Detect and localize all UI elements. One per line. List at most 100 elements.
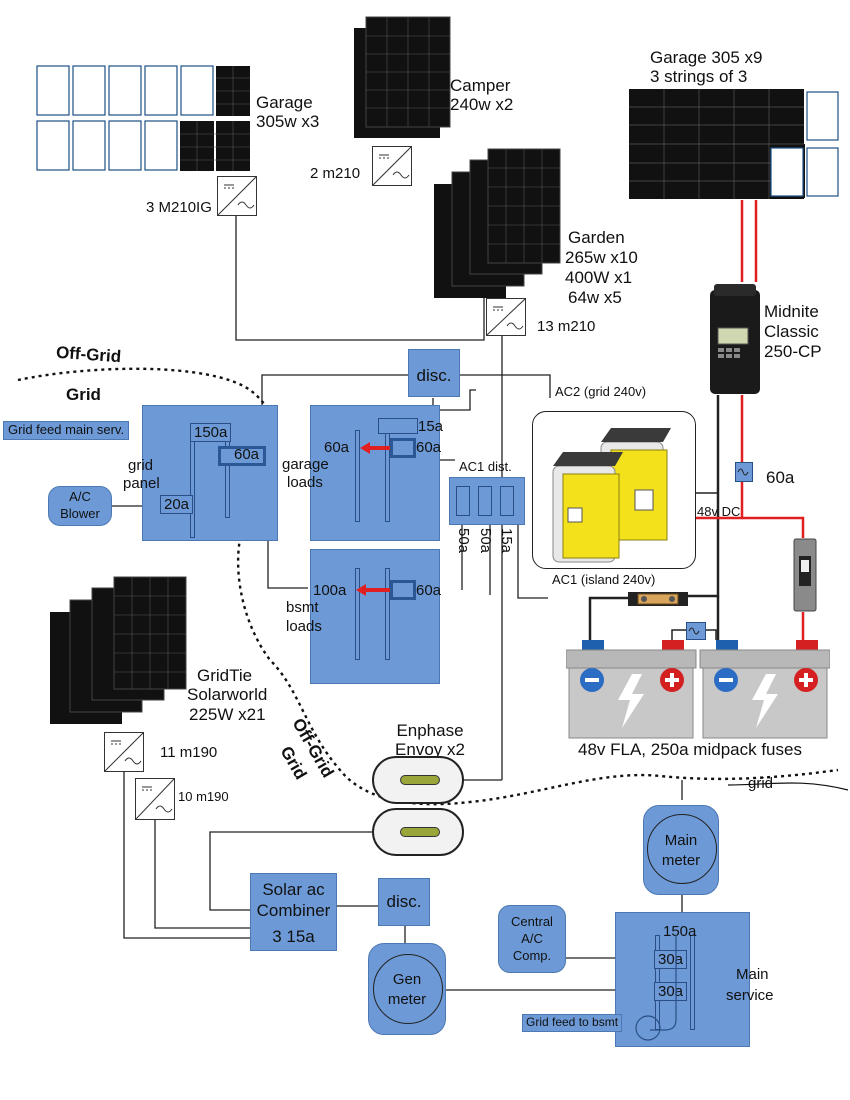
breaker-60a-right <box>390 438 416 458</box>
garage-small-inverter-label: 3 M210IG <box>146 199 212 216</box>
camper-inverter-label: 2 m210 <box>310 165 361 182</box>
combiner-label-1: Solar ac <box>262 880 325 899</box>
microinverter-icon <box>135 778 175 820</box>
microinverter-icon <box>486 298 526 336</box>
grid-label-top: Grid <box>66 385 101 404</box>
breaker-60a-right-label: 60a <box>416 439 442 456</box>
garage-loads-panel <box>310 405 440 541</box>
breaker-20a: 20a <box>160 495 194 514</box>
central-ac-label-1: Central <box>511 914 553 929</box>
grid-panel-label-1: grid <box>128 457 154 474</box>
garage-large-label-2: 3 strings of 3 <box>650 67 748 86</box>
solar-ac-combiner <box>250 873 337 951</box>
camper-label-2: 240w x2 <box>450 95 514 114</box>
disconnect-bottom <box>378 878 430 926</box>
breaker-150a: 150a <box>190 423 232 442</box>
ac1-b3-label: 15a <box>498 528 515 554</box>
breaker-50a-1 <box>456 486 470 516</box>
disconnect-bottom-label: disc. <box>386 892 422 911</box>
central-ac-label-3: Comp. <box>512 948 552 963</box>
microinverter-icon <box>104 732 144 772</box>
breaker-30a-top: 30a <box>654 950 688 969</box>
ac-blower-label-2: Blower <box>60 506 100 521</box>
gen-meter-label-2: meter <box>387 991 427 1008</box>
grid-feed-main-label: Grid feed main serv. <box>3 421 130 440</box>
charge-controller-icon <box>706 282 764 396</box>
fuse-label: 60a <box>766 468 795 487</box>
garden-label-2: 265w x10 <box>565 248 638 267</box>
dc-label: 48v DC <box>697 504 741 519</box>
ac1-b1-label: 50a <box>455 528 472 554</box>
garage-small-label-1: Garage <box>256 93 313 112</box>
main-service-label-2: service <box>726 987 774 1004</box>
solar-array-gridtie <box>48 576 188 726</box>
gridtie-inverter2-label: 10 m190 <box>178 789 229 804</box>
fuse-icon <box>735 462 753 482</box>
breaker-15a-dist <box>500 486 514 516</box>
main-service-label-1: Main <box>736 966 769 983</box>
disconnect-top <box>408 349 460 397</box>
main-meter-label-1: Main <box>664 832 698 849</box>
central-ac-label-2: A/C <box>521 931 543 946</box>
bus-bar <box>355 430 360 522</box>
bus-bar <box>190 428 195 538</box>
grid-feed-bsmt-label: Grid feed to bsmt <box>522 1014 623 1032</box>
breaker-30a-bottom: 30a <box>654 982 688 1001</box>
ac1-dist-label: AC1 dist. <box>459 459 512 474</box>
combiner-label-2: Combiner <box>256 901 331 920</box>
microinverter-icon <box>372 146 412 186</box>
disconnect-top-label: disc. <box>416 366 452 385</box>
grid-label-right: grid <box>748 775 774 792</box>
gridtie-label-3: 225W x21 <box>189 705 266 724</box>
breaker-60a-label: 60a <box>234 446 260 463</box>
envoy-device-1 <box>372 756 464 804</box>
battery-bank-icon <box>565 640 831 740</box>
ac-blower-box <box>48 486 112 526</box>
solar-array-camper <box>352 16 452 140</box>
envoy-label-1: Enphase <box>396 721 464 740</box>
garden-label-3: 400W x1 <box>565 268 633 287</box>
battery-disconnect-switch-icon <box>793 538 817 612</box>
gen-meter-dial <box>373 954 443 1024</box>
solar-array-garden <box>432 148 562 300</box>
ac2-label: AC2 (grid 240v) <box>555 384 647 399</box>
central-ac-box <box>498 905 566 973</box>
main-meter-dial <box>647 814 717 884</box>
ac-blower-label-1: A/C <box>69 489 91 504</box>
solar-array-garage-large <box>628 88 840 200</box>
breaker-60a-left: 60a <box>324 439 350 456</box>
breaker-60a-bsmt <box>390 580 416 600</box>
main-meter-label-2: meter <box>661 852 701 869</box>
envoy-label-2: Envoy x2 <box>395 740 465 759</box>
gridtie-inverter1-label: 11 m190 <box>160 744 218 761</box>
bus-bar <box>690 935 695 1030</box>
garden-inverter-label: 13 m210 <box>537 318 596 335</box>
breaker-15a-label: 15a <box>418 418 444 435</box>
ac1-b2-label: 50a <box>477 528 494 554</box>
inverter-pair-icon <box>532 411 696 569</box>
gridtie-label-2: Solarworld <box>187 685 268 704</box>
microinverter-icon <box>217 176 257 216</box>
garden-label-1: Garden <box>568 228 625 247</box>
midnite-label-2: Classic <box>764 322 819 341</box>
midpack-fuse-icon <box>686 622 706 640</box>
ac1-label: AC1 (island 240v) <box>552 572 656 587</box>
shunt-icon <box>628 590 688 608</box>
midnite-label-3: 250-CP <box>764 342 822 361</box>
garage-loads-label-1: garage <box>282 456 329 473</box>
bus-bar <box>355 568 360 660</box>
gen-meter-label-1: Gen <box>392 971 422 988</box>
garage-large-label-1: Garage 305 x9 <box>650 48 763 67</box>
bus-bar <box>385 568 390 660</box>
breaker-60a-bsmt-label: 60a <box>416 582 442 599</box>
gridtie-label-1: GridTie <box>197 666 253 685</box>
bsmt-loads-label-1: bsmt <box>286 599 319 616</box>
breaker-60a <box>218 446 266 466</box>
bsmt-loads-panel <box>310 549 440 684</box>
breaker-50a-2 <box>478 486 492 516</box>
camper-label-1: Camper <box>450 76 511 95</box>
battery-label: 48v FLA, 250a midpack fuses <box>578 740 802 759</box>
envoy-device-2 <box>372 808 464 856</box>
midnite-label-1: Midnite <box>764 302 819 321</box>
grid-panel-label-2: panel <box>123 475 160 492</box>
